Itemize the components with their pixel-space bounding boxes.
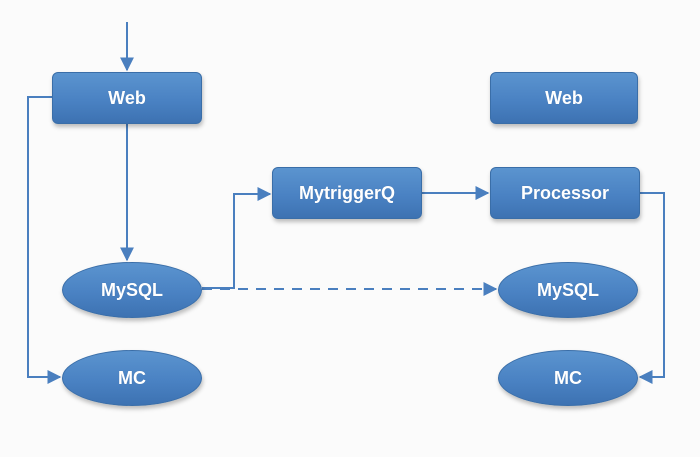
- mc-node-left-label: MC: [118, 367, 146, 388]
- mc-node-right-label: MC: [554, 367, 582, 388]
- web-node-right: Web: [490, 72, 638, 124]
- mysql-node-right: MySQL: [498, 262, 638, 318]
- mc-node-left: MC: [62, 350, 202, 406]
- web-node-right-label: Web: [545, 87, 583, 108]
- mysql-node-left-label: MySQL: [100, 279, 163, 300]
- mysql-node-right-label: MySQL: [536, 279, 599, 300]
- web-node-left: Web: [52, 72, 202, 124]
- mysql-node-left: MySQL: [62, 262, 202, 318]
- edge-web-to-mc: [27, 96, 62, 384]
- mytriggerq-node-label: MytriggerQ: [298, 182, 395, 203]
- edge-mysql-to-mytriggerq: [202, 187, 272, 289]
- mc-node-right: MC: [498, 350, 638, 406]
- processor-node-label: Processor: [520, 182, 610, 203]
- edge-processor-to-mc: [638, 192, 665, 384]
- web-node-left-label: Web: [108, 87, 146, 108]
- mytriggerq-node: MytriggerQ: [272, 167, 422, 219]
- processor-node: Processor: [490, 167, 640, 219]
